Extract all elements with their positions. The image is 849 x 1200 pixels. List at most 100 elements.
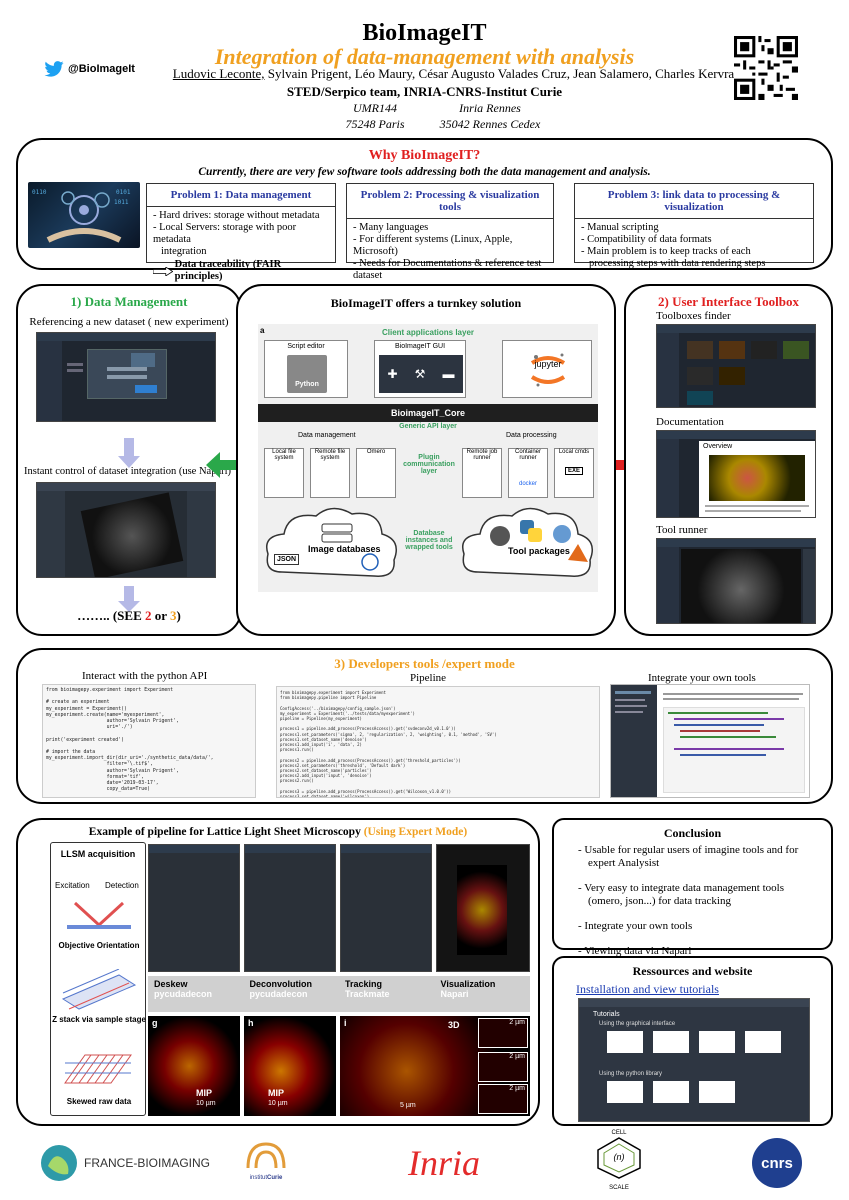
conclusion-title: Conclusion [663, 826, 722, 840]
conclusion-list: - Usable for regular users of imagine to… [576, 844, 816, 970]
zstack-icon [61, 969, 137, 1010]
gui-card: BioImageIT GUI ✚ ⚒ ▬ [374, 340, 466, 398]
objective-icon [67, 901, 131, 929]
qr-code-icon[interactable] [734, 36, 798, 100]
problem-3-body: - Manual scripting - Compatibility of da… [581, 222, 766, 269]
remote-job-card: Remote job runner [462, 448, 502, 498]
client-layer-label: Client applications layer [381, 328, 475, 337]
problem-1-card: Problem 1: Data management - Hard drives… [146, 183, 336, 282]
documentation-screenshot: Overview [656, 430, 816, 518]
arrow-down-icon-2 [118, 586, 140, 612]
france-bioimaging-icon [41, 1145, 77, 1181]
integrate-caption: Integrate your own tools [648, 672, 756, 684]
pipeline-code: from bioimagepy.experiment import Experi… [276, 686, 600, 798]
twitter-bird-icon [44, 61, 64, 77]
panel-h-image: h MIP 10 µm [244, 1016, 336, 1116]
remote-fs-card: Remote file system [310, 448, 350, 498]
ui-toolbox-title: 2) User Interface Toolbox [658, 294, 799, 309]
core-bar: BioimageIT_Core [258, 404, 598, 422]
panel-g-image: g MIP 10 µm [148, 1016, 240, 1116]
lattice-section: Example of pipeline for Lattice Light Sh… [16, 818, 540, 1126]
cell-scale-logo: CELL (n) SCALE [594, 1130, 644, 1194]
turnkey-title: BioImageIT offers a turnkey solution [330, 296, 522, 310]
arrow-down-icon [118, 438, 140, 468]
skewed-data-icon [64, 1054, 132, 1084]
folder-icon: ▬ [442, 366, 455, 381]
referencing-caption: Referencing a new dataset ( new experime… [29, 316, 229, 328]
conclusion-item: - Viewing data via Napari [578, 945, 692, 957]
deconvolution-screenshot [244, 844, 336, 972]
problem-3-card: Problem 3: link data to processing & vis… [574, 183, 814, 269]
deskew-screenshot [148, 844, 240, 972]
data-management-title: 1) Data Management [70, 294, 188, 309]
hexagon-icon [597, 1137, 641, 1179]
problem-2-title: Problem 2: Processing & visualization to… [347, 184, 553, 219]
api-layer-label: Generic API layer [399, 423, 457, 430]
inria-logo: Inria [408, 1143, 480, 1183]
pipeline-caption: Pipeline [409, 672, 447, 684]
curie-icon [246, 1142, 286, 1169]
resources-title: Ressources and website [632, 964, 753, 978]
lattice-title: Example of pipeline for Lattice Light Sh… [88, 826, 468, 838]
data-management-label: Data management [298, 432, 356, 439]
tool-runner-screenshot [656, 538, 816, 624]
twitter-handle-label: @BioImageIt [68, 63, 135, 75]
jupyter-card: jupyter [502, 340, 592, 398]
svg-text:0110: 0110 [32, 189, 47, 196]
python-api-caption: Interact with the python API [82, 670, 208, 682]
db-layer-label: Database instances and wrapped tools [405, 530, 453, 551]
tool-packages-cloud-icon [462, 507, 593, 577]
ui-toolbox-section: 2) User Interface Toolbox Toolboxes find… [624, 284, 833, 636]
poster-title: BioImageIT [362, 20, 487, 46]
toolboxes-finder-screenshot [656, 324, 816, 408]
address-curie: UMR144 75248 Paris [345, 101, 405, 131]
address-inria: Inria Rennes 35042 Rennes Cedex [439, 101, 541, 131]
runner-caption: Tool runner [656, 524, 708, 536]
python-api-code: from bioimagepy.experiment import Experi… [42, 684, 256, 798]
dev-tools-section: 3) Developers tools /expert mode Interac… [16, 648, 833, 804]
architecture-diagram: a Client applications layer Script edito… [258, 324, 598, 592]
tutorials-link[interactable]: Installation and view tutorials [576, 982, 719, 996]
omero-card: Omero [356, 448, 396, 498]
hand-data-image: 0101 1011 0110 [28, 182, 140, 248]
see-more: …….. (SEE 2 or 3) [77, 608, 181, 623]
resources-section: Ressources and website Installation and … [552, 956, 833, 1126]
poster-subtitle: Integration of data-management with anal… [214, 44, 635, 69]
data-processing-label: Data processing [506, 432, 557, 439]
problem-2-body: - Many languages - For different systems… [353, 222, 542, 281]
team: STED/Serpico team, INRIA-CNRS-Institut C… [286, 84, 563, 99]
problem-3-title: Problem 3: link data to processing & vis… [575, 184, 813, 219]
visualization-screenshot [436, 844, 530, 972]
institut-curie-logo: institutCurie [244, 1140, 288, 1184]
why-section: Why BioImageIT? Currently, there are ver… [16, 138, 833, 282]
co-authors: Sylvain Prigent, Léo Maury, César August… [264, 66, 748, 81]
why-subtitle: Currently, there are very few software t… [198, 166, 651, 178]
conclusion-item: - Very easy to integrate data management… [578, 882, 784, 907]
conclusion-item: - Usable for regular users of imagine to… [578, 844, 799, 869]
authors: Ludovic Leconte, Sylvain Prigent, Léo Ma… [130, 66, 790, 82]
conclusion-section: Conclusion - Usable for regular users of… [552, 818, 833, 957]
cnrs-logo: cnrs [752, 1138, 802, 1188]
script-editor-card: Script editor Python [264, 340, 348, 398]
image-db-label: Image databases [308, 544, 381, 554]
image-db-cloud-icon [266, 507, 397, 577]
plus-icon: ✚ [387, 366, 398, 381]
gears-icon: 0101 1011 0110 [32, 189, 131, 243]
documentation-caption: Documentation [656, 416, 724, 428]
turnkey-section: BioImageIT offers a turnkey solution a C… [236, 284, 616, 636]
tutorials-screenshot: Tutorials Using the graphical interface … [578, 998, 810, 1122]
overview-label: Overview [703, 443, 733, 450]
twitter-handle[interactable]: @BioImageIt [44, 60, 135, 78]
data-management-section: 1) Data Management Referencing a new dat… [16, 284, 242, 636]
problem-1-body: - Hard drives: storage without metadata … [147, 207, 335, 286]
jupyter-icon [530, 353, 566, 387]
llsm-panel: LLSM acquisition Excitation Detection Ob… [50, 842, 146, 1116]
local-fs-card: Local file system [264, 448, 304, 498]
finder-caption: Toolboxes finder [656, 310, 731, 322]
gui-thumbnail: ✚ ⚒ ▬ [379, 355, 463, 393]
